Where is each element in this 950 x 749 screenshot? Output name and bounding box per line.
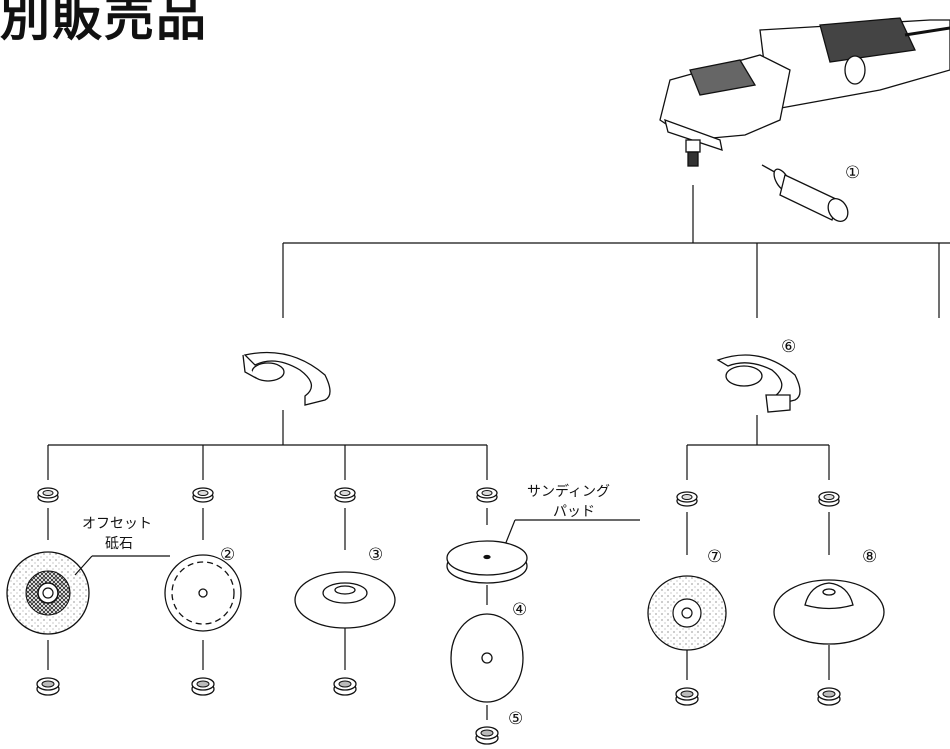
part-number-8: ⑧ <box>862 547 877 567</box>
label-offset-wheel-line2: 砥石 <box>105 536 133 552</box>
lock-nut <box>36 677 60 696</box>
angle-grinder <box>659 17 950 167</box>
part-number-4: ④ <box>512 600 527 620</box>
segmented-diamond-wheel <box>294 571 396 629</box>
inner-flange <box>476 487 498 503</box>
connector-lines <box>47 185 950 720</box>
label-sanding-pad-line1: サンディング <box>527 483 610 500</box>
part-number-3: ③ <box>368 545 383 565</box>
lock-nut <box>191 677 215 696</box>
abrasive-disc <box>450 613 524 703</box>
wheel-guard-standard <box>242 351 331 406</box>
inner-flange <box>37 487 59 503</box>
lock-nut <box>475 726 499 745</box>
inner-flange <box>676 491 698 507</box>
side-handle <box>761 164 849 222</box>
depressed-center-wheel <box>647 575 727 651</box>
part-number-5: ⑤ <box>508 709 523 729</box>
label-offset-wheel-line1: オフセット <box>82 516 152 532</box>
diamond-wheel <box>164 554 242 632</box>
part-number-7: ⑦ <box>707 547 722 567</box>
wheel-guard-6 <box>716 354 801 413</box>
page-title: 別販売品 <box>0 0 208 47</box>
inner-flange <box>818 491 840 507</box>
lock-nut <box>817 687 841 706</box>
label-sanding-pad-line2: パッド <box>553 504 595 520</box>
part-number-2: ② <box>220 545 235 565</box>
part-number-6: ⑥ <box>781 337 796 357</box>
lock-nut <box>333 677 357 696</box>
offset-grinding-wheel <box>6 551 90 635</box>
sanding-pad <box>446 540 528 584</box>
inner-flange <box>192 487 214 503</box>
part-number-1: ① <box>845 163 860 183</box>
lock-nut <box>675 687 699 706</box>
inner-flange <box>334 487 356 503</box>
rubber-pad <box>773 579 885 645</box>
